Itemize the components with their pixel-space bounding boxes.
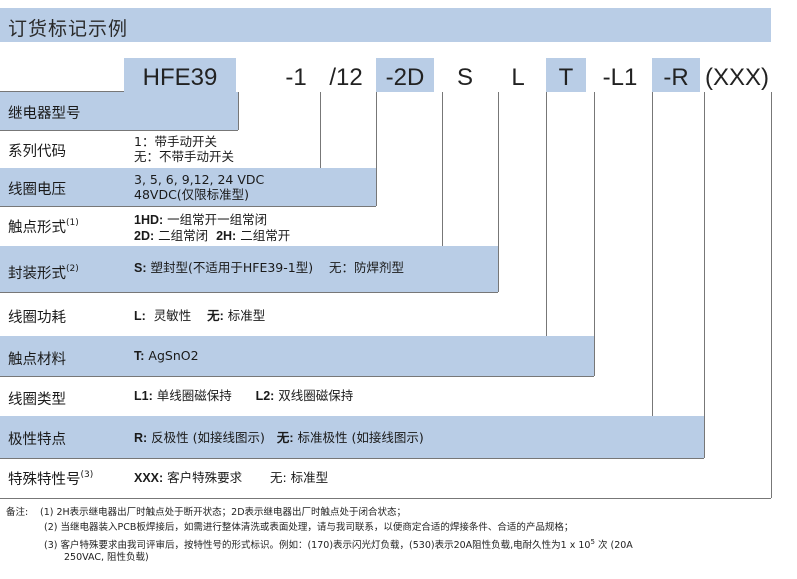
connector-line bbox=[594, 92, 595, 376]
note-1: (1) 2H表示继电器出厂时触点处于断开状态；2D表示继电器出厂时触点处于闭合状… bbox=[40, 507, 407, 518]
row-label: 线圈类型 bbox=[8, 392, 66, 408]
row-band bbox=[0, 458, 771, 498]
note-2: (2) 当继电器装入PCB板焊接后，如需进行整体清洗或表面处理，请与我司联系，以… bbox=[44, 522, 574, 533]
code-segment: L bbox=[511, 64, 525, 91]
row-label: 继电器型号 bbox=[8, 106, 81, 122]
row-label: 系列代码 bbox=[8, 144, 66, 160]
code-segment: HFE39 bbox=[124, 58, 236, 92]
divider bbox=[0, 130, 238, 131]
row-band bbox=[0, 246, 498, 292]
notes-prefix: 备注: bbox=[6, 507, 29, 518]
row-band bbox=[0, 92, 238, 130]
row-description: L: 灵敏性 无: 标准型 bbox=[134, 308, 266, 323]
connector-line bbox=[498, 92, 499, 292]
row-description: S: 塑封型(不适用于HFE39-1型) 无：防焊剂型 bbox=[134, 260, 404, 275]
page-title: 订货标记示例 bbox=[8, 18, 129, 40]
divider bbox=[0, 376, 594, 377]
row-description: XXX: 客户特殊要求 无: 标准型 bbox=[134, 470, 329, 485]
connector-line bbox=[546, 92, 547, 336]
code-segment: /12 bbox=[329, 64, 363, 91]
code-segment: -2D bbox=[376, 58, 434, 92]
row-label: 封装形式(2) bbox=[8, 264, 79, 282]
code-segment: -R bbox=[652, 58, 700, 92]
code-segment: S bbox=[456, 64, 473, 91]
connector-line bbox=[704, 92, 705, 458]
connector-line bbox=[238, 92, 239, 130]
divider bbox=[0, 206, 376, 207]
connector-line bbox=[652, 92, 653, 416]
code-segment: T bbox=[546, 58, 586, 92]
row-band bbox=[0, 168, 376, 206]
title-bar: 订货标记示例 bbox=[0, 8, 771, 42]
note-3-cont: 250VAC, 阻性负载) bbox=[64, 552, 149, 563]
connector-line bbox=[442, 92, 443, 246]
divider bbox=[0, 458, 704, 459]
code-segment: -1 bbox=[285, 64, 307, 91]
note-3: (3) 客户特殊要求由我司评审后，按特性号的形式标识。例如：(170)表示闪光灯… bbox=[44, 538, 633, 551]
connector-line bbox=[320, 92, 321, 168]
divider bbox=[0, 292, 498, 293]
divider bbox=[0, 91, 124, 92]
code-segment: (XXX) bbox=[704, 64, 769, 91]
row-label: 特殊特性号(3) bbox=[8, 470, 94, 488]
row-band bbox=[0, 336, 594, 376]
row-band bbox=[0, 416, 704, 458]
row-description: 1：带手动开关无：不带手动开关 bbox=[134, 134, 235, 164]
code-segment: -L1 bbox=[602, 64, 638, 91]
row-label: 触点形式(1) bbox=[8, 218, 79, 236]
row-band bbox=[0, 292, 546, 336]
row-label: 线圈电压 bbox=[8, 182, 66, 198]
row-label: 线圈功耗 bbox=[8, 310, 66, 326]
row-label: 触点材料 bbox=[8, 352, 66, 368]
row-label: 极性特点 bbox=[8, 432, 66, 448]
divider bbox=[0, 498, 771, 499]
connector-line bbox=[771, 92, 772, 498]
row-description: L1: 单线圈磁保持 L2: 双线圈磁保持 bbox=[134, 388, 354, 403]
row-description: T: AgSnO2 bbox=[134, 348, 199, 363]
row-description: R: 反极性 (如接线图示) 无: 标准极性 (如接线图示) bbox=[134, 430, 424, 445]
connector-line bbox=[376, 92, 377, 206]
